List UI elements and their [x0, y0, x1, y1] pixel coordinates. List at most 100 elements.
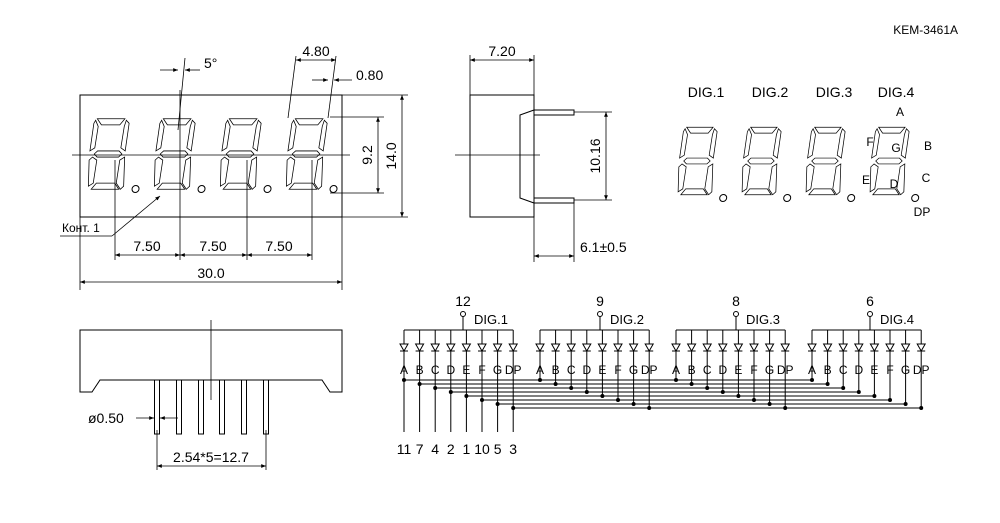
segment-label-g: G: [891, 141, 900, 155]
led-diode: [838, 343, 849, 353]
segment-label: DP: [641, 363, 658, 377]
segment-label: E: [598, 363, 606, 377]
common-pin-4: 6: [866, 293, 874, 309]
side-view: 7.20 10.16 6.1±0.5: [455, 43, 627, 262]
digit-label-2: DIG.2: [752, 84, 789, 100]
depth-dim: 7.20: [488, 43, 515, 59]
led-diode: [430, 343, 441, 353]
segment-label-a: A: [896, 105, 904, 119]
led-diode: [780, 343, 791, 353]
led-diode: [508, 343, 519, 353]
digit-label-4: DIG.4: [878, 84, 915, 100]
segment-width-dim: 4.80: [302, 43, 329, 59]
segment-label: B: [688, 363, 696, 377]
segment-pin-number: 4: [431, 441, 439, 457]
display-digit-4: [284, 118, 338, 193]
display-digit-2: [152, 118, 206, 193]
digit-map: DIG.1 DIG.2 DIG.3 DIG.4 A B C D E F G DP: [675, 84, 932, 219]
led-diode: [764, 343, 775, 353]
part-number: KEM-3461A: [893, 23, 958, 37]
decimal-point: [197, 185, 206, 193]
segment-pin-number: 2: [447, 441, 455, 457]
segment-pin-number: 3: [509, 441, 517, 457]
segment-label-f: F: [866, 135, 873, 149]
led-diode: [477, 343, 487, 353]
decimal-point: [329, 185, 338, 193]
front-view: 7.50 7.50 7.50 30.0 14.0 9.2 5° 4.80 0.8…: [60, 43, 408, 290]
group-name-3: DIG.3: [746, 312, 780, 327]
segment-label: A: [536, 363, 544, 377]
bottom-pin-6: [263, 379, 269, 435]
decimal-point: [719, 194, 728, 202]
led-diode: [581, 343, 592, 353]
led-diode: [535, 343, 545, 353]
decimal-point: [131, 185, 140, 193]
map-digit-3: [803, 126, 856, 202]
segment-label: F: [750, 363, 757, 377]
segment-label: F: [886, 363, 893, 377]
segment-pin-number: 7: [416, 441, 424, 457]
led-diode: [702, 343, 713, 353]
segment-label: G: [493, 363, 502, 377]
segment-label: C: [431, 363, 440, 377]
segment-label: D: [854, 363, 863, 377]
map-digit-4: [867, 126, 920, 202]
segment-pin-number: 11: [397, 441, 412, 457]
led-diode: [550, 343, 561, 353]
bottom-pin-4: [219, 379, 225, 435]
led-diode: [869, 343, 880, 353]
group-name-1: DIG.1: [474, 312, 508, 327]
led-diode: [853, 343, 864, 353]
decimal-point: [911, 194, 920, 202]
led-diode: [916, 343, 927, 353]
decimal-point: [783, 194, 792, 202]
pin1-label: Конт. 1: [62, 221, 100, 235]
pitch-dim-3: 7.50: [265, 238, 292, 254]
led-diode: [822, 343, 833, 353]
row-spacing-dim: 10.16: [587, 138, 603, 173]
segment-label-c: C: [922, 171, 931, 185]
led-diode: [885, 343, 895, 353]
segment-label: F: [478, 363, 485, 377]
display-digit-1: [86, 118, 140, 193]
map-digit-1: [675, 126, 728, 202]
segment-label: E: [462, 363, 470, 377]
led-diode: [717, 343, 728, 353]
pin-length-dim: 6.1±0.5: [580, 239, 627, 255]
led-diode: [597, 343, 608, 353]
led-diode: [445, 343, 456, 353]
pin-diameter-dim: ø0.50: [88, 410, 124, 426]
segment-label: B: [552, 363, 560, 377]
segment-label: D: [582, 363, 591, 377]
segment-label: G: [629, 363, 638, 377]
led-diode: [628, 343, 639, 353]
display-digit-3: [218, 118, 272, 193]
led-diode: [461, 343, 472, 353]
segment-label-d: D: [890, 177, 899, 191]
led-diode: [671, 343, 681, 353]
segment-label: A: [808, 363, 816, 377]
segment-label: B: [824, 363, 832, 377]
bottom-pin-3: [198, 379, 204, 435]
pin-pitch-dim: 2.54*5=12.7: [173, 449, 249, 465]
segment-label: DP: [777, 363, 794, 377]
map-digit-2: [739, 126, 792, 202]
segment-label: C: [839, 363, 848, 377]
width-dim: 30.0: [197, 265, 224, 281]
common-pin-2: 9: [596, 293, 604, 309]
group-name-2: DIG.2: [610, 312, 644, 327]
segment-label: C: [567, 363, 576, 377]
segment-label: D: [446, 363, 455, 377]
segment-label: G: [901, 363, 910, 377]
segment-label: E: [870, 363, 878, 377]
pitch-dim-2: 7.50: [199, 238, 226, 254]
common-pin-1: 12: [455, 293, 471, 309]
digit-label-3: DIG.3: [816, 84, 853, 100]
led-diode: [492, 343, 503, 353]
led-diode: [613, 343, 623, 353]
segment-label-e: E: [862, 173, 870, 187]
digit-label-1: DIG.1: [688, 84, 725, 100]
segment-label: C: [703, 363, 712, 377]
